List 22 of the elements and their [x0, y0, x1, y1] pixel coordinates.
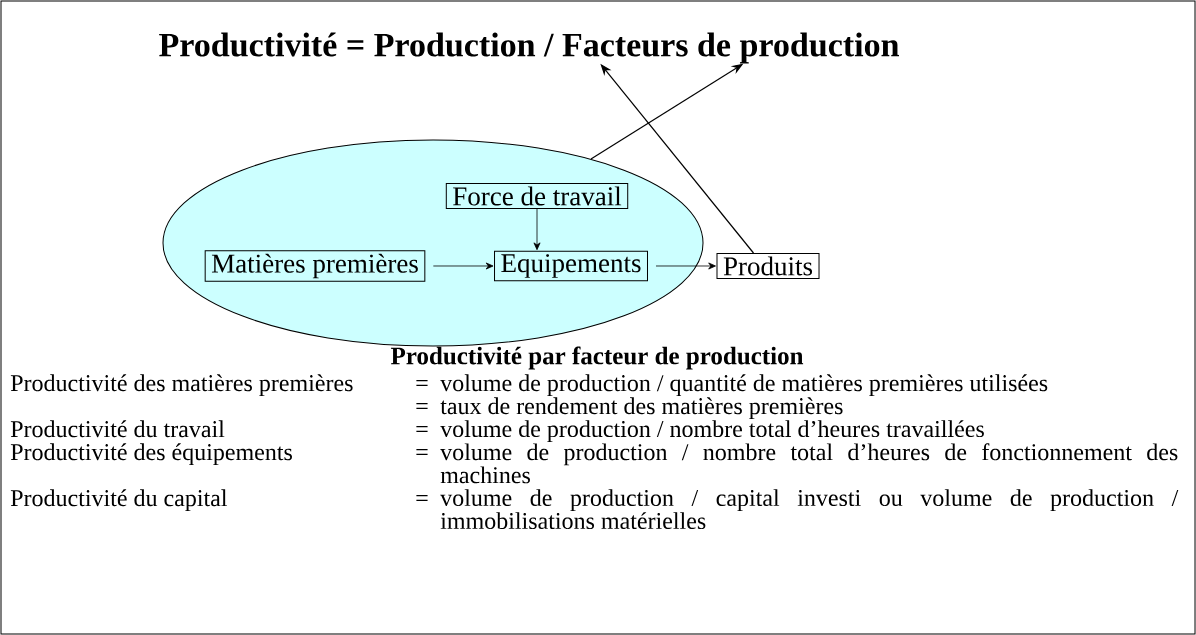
arrow	[655, 262, 716, 270]
table-cell: volume de production / capital investi ou volume de production / immobilisations matérielles	[440, 489, 1179, 530]
equals-sign: =	[416, 403, 428, 410]
table-cell: Productivité du travail	[10, 420, 225, 438]
equals-sign: =	[416, 380, 428, 387]
section-heading: Productivité par facteur de production	[390, 346, 804, 370]
table-cell: Productivité des matières premières	[10, 374, 353, 397]
table-cell: volume de production / nombre total d’heures travaillées	[440, 420, 984, 442]
process-box: Matières premières	[204, 250, 426, 282]
table-cell: volume de production / quantité de matières premières utilisées	[440, 374, 1048, 397]
equals-sign: =	[416, 495, 428, 502]
process-box: Force de travail	[445, 183, 629, 209]
process-box: Produits	[716, 253, 820, 279]
table-cell: taux de rendement des matières premières	[440, 397, 843, 420]
equals-sign: =	[416, 449, 428, 456]
heading-text: Productivité = Production / Facteurs de production	[159, 32, 899, 64]
equals-sign: =	[416, 426, 428, 433]
arrow	[533, 208, 541, 251]
arrow	[432, 262, 494, 270]
table-cell: Productivité des équipements	[10, 443, 292, 466]
process-box: Equipements	[494, 250, 648, 282]
table-cell: Productivité du capital	[10, 489, 228, 512]
